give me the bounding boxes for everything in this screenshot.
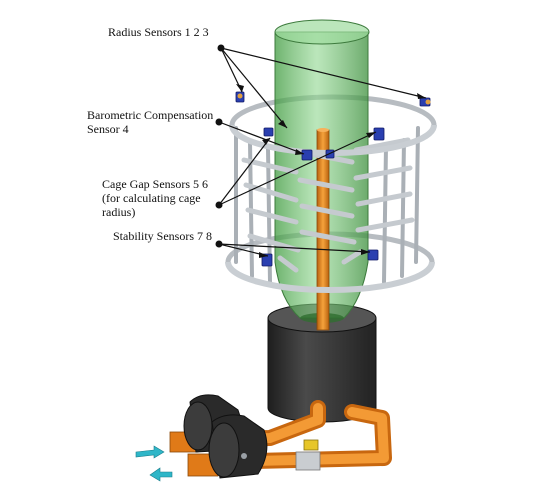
blower-front — [187, 414, 268, 479]
flow-arrows — [135, 445, 173, 482]
center-pipe — [316, 128, 330, 331]
leader-dots — [215, 44, 225, 248]
outflow-arrow-icon — [149, 467, 173, 482]
leader-lines — [218, 47, 427, 257]
arrowheads — [236, 84, 426, 258]
radius-sensor-3 — [263, 127, 274, 137]
cage-gap-sensors-label: Cage Gap Sensors 5 6 (for calculating ca… — [102, 177, 208, 219]
barometric-sensor-label: Barometric Compensation Sensor 4 — [87, 108, 214, 136]
radius-sensors-label: Radius Sensors 1 2 3 — [108, 25, 209, 39]
inflow-arrow-icon — [135, 445, 165, 459]
sensor-heads — [237, 93, 431, 105]
cage-gap-sensor-5 — [373, 127, 385, 141]
pipe-fittings — [295, 439, 321, 471]
stability-sensor-8 — [367, 249, 379, 261]
stability-sensors-label: Stability Sensors 7 8 — [113, 229, 213, 243]
stability-sensor-7 — [261, 253, 273, 267]
barometric-sensor-4 — [301, 149, 313, 161]
